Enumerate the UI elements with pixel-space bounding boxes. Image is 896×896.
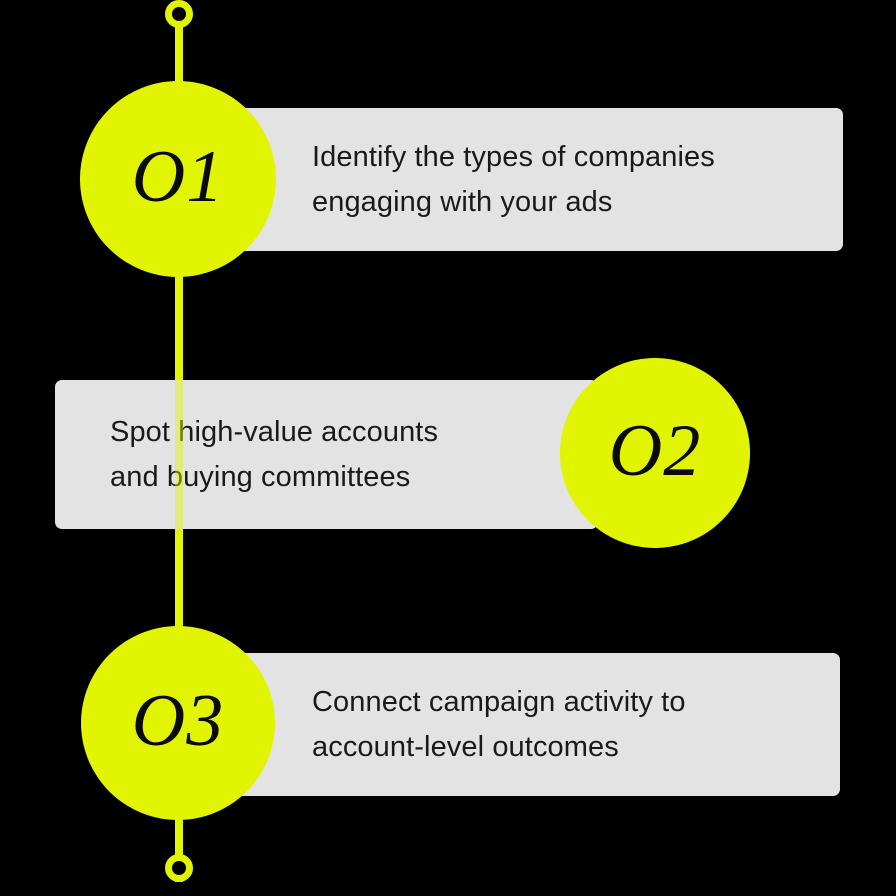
spine-top-ring-icon bbox=[165, 0, 193, 28]
step-badge-3: O3 bbox=[81, 626, 275, 820]
step-number-3: O3 bbox=[131, 680, 225, 762]
step-panel-3: Connect campaign activity to account-lev… bbox=[232, 653, 840, 796]
spine-bottom-ring-icon bbox=[165, 854, 193, 882]
step-number-2: O2 bbox=[608, 410, 702, 492]
timeline-spine-overlay-2 bbox=[175, 380, 183, 529]
step-description-3: Connect campaign activity to account-lev… bbox=[312, 686, 686, 763]
step-description-1: Identify the types of companies engaging… bbox=[312, 141, 715, 218]
step-panel-2: Spot high-value accounts and buying comm… bbox=[55, 380, 598, 529]
step-number-1: O1 bbox=[131, 136, 225, 218]
step-panel-1: Identify the types of companies engaging… bbox=[232, 108, 843, 251]
step-badge-2: O2 bbox=[560, 358, 750, 548]
step-description-2: Spot high-value accounts and buying comm… bbox=[110, 416, 439, 493]
step-badge-1: O1 bbox=[80, 81, 276, 277]
